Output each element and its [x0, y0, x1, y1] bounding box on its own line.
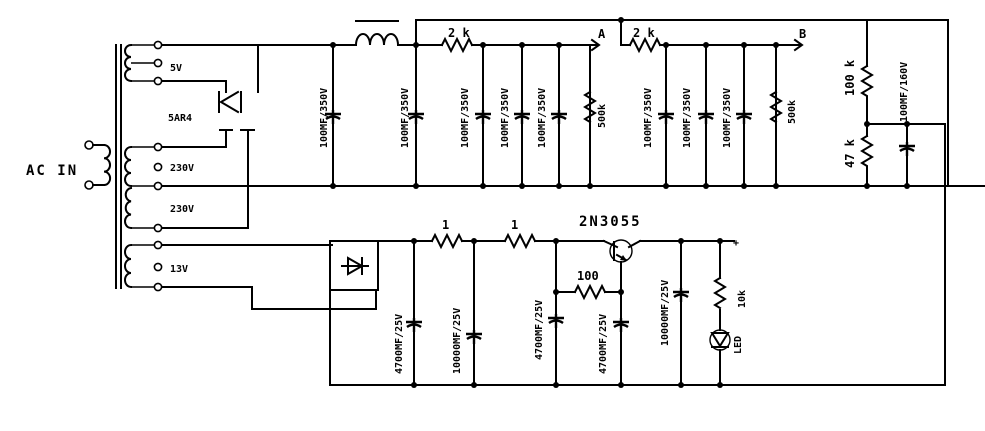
label-5v: 5V	[170, 63, 182, 74]
svg-text:100: 100	[577, 269, 599, 283]
svg-text:47 k: 47 k	[843, 138, 857, 168]
ac-input: AC IN	[26, 44, 122, 289]
svg-text:2N3055: 2N3055	[579, 214, 642, 230]
lv-cap-5: 10000MF/25V	[660, 280, 691, 346]
svg-text:10k: 10k	[737, 290, 748, 308]
bias-cap: 100MF/160V	[897, 62, 917, 158]
ac-terminal-bottom	[84, 180, 94, 190]
output-b-label: B	[799, 27, 806, 41]
lv-cap-4: 4700MF/25V	[598, 314, 631, 374]
label-13v: 13V	[170, 264, 188, 275]
svg-text:100MF/350V: 100MF/350V	[682, 88, 693, 148]
lv-cap-2: 10000MF/25V	[452, 308, 484, 374]
svg-text:1: 1	[442, 218, 449, 232]
svg-text:2 k: 2 k	[448, 26, 470, 40]
choke	[354, 33, 400, 47]
resistor-2k-b	[628, 36, 662, 54]
resistor-100k	[860, 64, 874, 125]
pot-500k-b	[769, 90, 783, 124]
svg-text:100MF/160V: 100MF/160V	[899, 62, 910, 122]
hv-cap-7: 100MF/350V	[682, 88, 716, 148]
svg-text:10000MF/25V: 10000MF/25V	[660, 280, 671, 346]
resistor-1-a	[430, 232, 464, 250]
hv-cap-5: 100MF/350V	[537, 88, 569, 148]
svg-text:100MF/350V: 100MF/350V	[500, 88, 511, 148]
svg-text:100MF/350V: 100MF/350V	[400, 88, 411, 148]
svg-text:1: 1	[511, 218, 518, 232]
hv-cap-8: 100MF/350V	[722, 88, 754, 148]
bridge-rectifier	[329, 240, 379, 291]
svg-text:500k: 500k	[597, 104, 608, 128]
svg-text:2 k: 2 k	[633, 26, 655, 40]
pot-500k-a	[583, 90, 597, 124]
output-a-label: A	[598, 27, 606, 41]
svg-text:100MF/350V: 100MF/350V	[319, 88, 330, 148]
resistor-47k	[860, 123, 874, 187]
winding-230v-a	[124, 145, 133, 188]
label-5ar4: 5AR4	[168, 113, 192, 124]
svg-text:LED: LED	[733, 336, 744, 354]
label-230v-a: 230V	[170, 163, 194, 174]
lv-supply: 1 1 2N3055 100 4700MF/25V 10000MF/25V 47…	[161, 123, 946, 388]
lv-cap-1: 4700MF/25V	[394, 314, 424, 374]
ac-in-label: AC IN	[26, 163, 78, 179]
resistor-2k-a	[440, 36, 474, 54]
rectifier-tube-5ar4: 5AR4	[161, 44, 259, 229]
resistor-100	[573, 283, 607, 301]
svg-text:100 k: 100 k	[843, 59, 857, 96]
svg-text:500k: 500k	[787, 100, 798, 124]
svg-text:10000MF/25V: 10000MF/25V	[452, 308, 463, 374]
hv-supply: 100MF/350V 100MF/350V 2 k A 100MF/350V 1…	[257, 17, 949, 189]
svg-text:4700MF/25V: 4700MF/25V	[394, 314, 405, 374]
transformer-secondaries: 5V 230V 230V 13V	[124, 40, 194, 292]
resistor-10k	[713, 276, 727, 310]
hv-cap-4: 100MF/350V	[500, 88, 532, 148]
ac-terminal-top	[84, 140, 94, 150]
svg-text:4700MF/25V: 4700MF/25V	[534, 300, 545, 360]
primary-winding	[102, 143, 112, 187]
resistor-1-b	[503, 232, 537, 250]
transistor-2n3055: 2N3055	[579, 214, 642, 386]
svg-text:100MF/350V: 100MF/350V	[460, 88, 471, 148]
winding-13v	[124, 243, 133, 289]
plus-terminal-label: +	[733, 238, 739, 249]
lv-cap-3: 4700MF/25V	[534, 300, 566, 360]
winding-230v-b	[124, 186, 133, 230]
hv-cap-2: 100MF/350V	[400, 88, 426, 148]
hv-cap-3: 100MF/350V	[460, 88, 493, 148]
svg-text:100MF/350V: 100MF/350V	[643, 88, 654, 148]
label-230v-b: 230V	[170, 204, 194, 215]
svg-text:100MF/350V: 100MF/350V	[537, 88, 548, 148]
svg-text:100MF/350V: 100MF/350V	[722, 88, 733, 148]
transformer-core	[115, 44, 122, 289]
svg-text:4700MF/25V: 4700MF/25V	[598, 314, 609, 374]
led: LED	[709, 329, 744, 386]
winding-5v	[124, 43, 133, 83]
hv-cap-1: 100MF/350V	[319, 88, 343, 148]
hv-cap-6: 100MF/350V	[643, 88, 676, 148]
